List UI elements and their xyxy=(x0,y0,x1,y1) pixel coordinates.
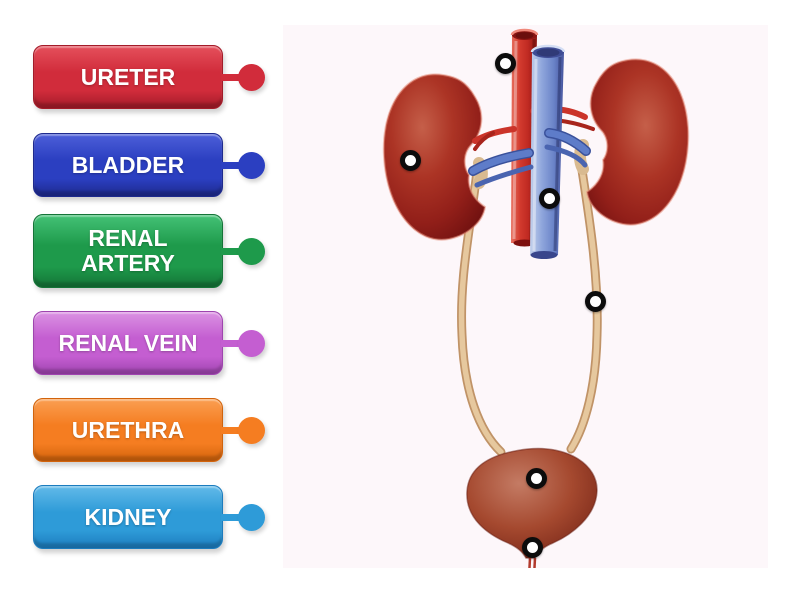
pin-stem xyxy=(221,513,241,521)
pin-circle-icon[interactable] xyxy=(238,237,265,265)
label-text: URETHRA xyxy=(71,416,185,443)
pin-circle-icon[interactable] xyxy=(238,151,265,179)
label-row-kidney: KIDNEY xyxy=(33,485,273,549)
pin-stem xyxy=(221,426,241,434)
label-chip-kidney[interactable]: KIDNEY xyxy=(33,485,223,549)
drop-target-renal-vein-area[interactable] xyxy=(539,188,560,209)
right-kidney-shape xyxy=(585,58,690,226)
label-chip-renal-vein[interactable]: RENAL VEIN xyxy=(33,311,223,375)
drop-target-bladder-area[interactable] xyxy=(526,468,547,489)
urinary-system-illustration xyxy=(382,28,690,568)
pin-stem xyxy=(221,339,241,347)
label-row-urethra: URETHRA xyxy=(33,398,273,462)
drop-target-renal-artery-area[interactable] xyxy=(495,53,516,74)
label-chip-bladder[interactable]: BLADDER xyxy=(33,133,223,197)
pin-circle-icon[interactable] xyxy=(238,416,265,444)
label-row-renal-artery: RENAL ARTERY xyxy=(33,214,273,288)
pin-stem xyxy=(221,73,241,81)
label-chip-urethra[interactable]: URETHRA xyxy=(33,398,223,462)
label-row-renal-vein: RENAL VEIN xyxy=(33,311,273,375)
renal-veins-shape xyxy=(468,128,591,188)
label-text: RENAL ARTERY xyxy=(81,225,175,276)
label-text: URETER xyxy=(80,63,176,90)
pin-circle-icon[interactable] xyxy=(238,63,265,91)
pin-circle-icon[interactable] xyxy=(238,503,265,531)
urethra-shape xyxy=(528,557,537,568)
label-row-ureter: URETER xyxy=(33,45,273,109)
drop-target-urethra-area[interactable] xyxy=(522,537,543,558)
label-text: RENAL VEIN xyxy=(58,329,198,356)
drop-target-kidney-area[interactable] xyxy=(400,150,421,171)
drop-target-ureter-area[interactable] xyxy=(585,291,606,312)
label-text: KIDNEY xyxy=(84,503,172,530)
diagram-area xyxy=(283,25,768,568)
label-text: BLADDER xyxy=(71,151,185,178)
bladder-shape xyxy=(466,447,598,568)
pin-stem xyxy=(221,247,241,255)
label-chip-ureter[interactable]: URETER xyxy=(33,45,223,109)
left-kidney-shape xyxy=(382,73,487,241)
label-chip-renal-artery[interactable]: RENAL ARTERY xyxy=(33,214,223,288)
pin-stem xyxy=(221,161,241,169)
pin-circle-icon[interactable] xyxy=(238,329,265,357)
label-row-bladder: BLADDER xyxy=(33,133,273,197)
